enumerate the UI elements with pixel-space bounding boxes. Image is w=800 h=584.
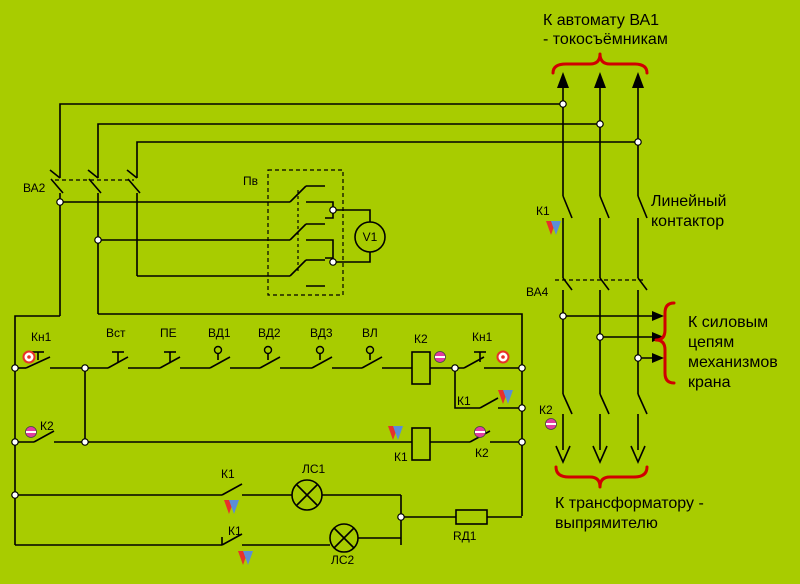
label-pe: ПЕ	[160, 326, 177, 340]
annotation-power-3: механизмов	[688, 354, 778, 371]
k1-marker-icon	[498, 390, 513, 404]
label-va4: ВА4	[526, 285, 549, 299]
k2-marker-icon	[25, 426, 37, 438]
label-rd1: RД1	[453, 529, 477, 543]
label-k1-top: К1	[536, 204, 550, 218]
label-k2-right: К2	[539, 403, 553, 417]
label-pv: Пв	[243, 174, 258, 188]
annotation-power-4: крана	[688, 374, 731, 391]
v1-label: V1	[363, 230, 378, 244]
braces	[551, 52, 676, 489]
label-k1-aux: К1	[457, 394, 471, 408]
annotation-line-contactor-1: Линейный	[651, 193, 726, 210]
voltmeter-switch	[56, 169, 371, 296]
voltmeter-v1: V1	[354, 221, 386, 253]
label-k1-ls1: К1	[221, 467, 235, 481]
label-vl: ВЛ	[362, 326, 378, 340]
label-vd3: ВД3	[310, 326, 333, 340]
k2-marker-icon	[474, 426, 486, 438]
control-circuit	[11, 313, 526, 553]
status-markers	[22, 221, 561, 565]
k1-marker-icon	[238, 551, 253, 565]
power-wiring	[49, 72, 664, 464]
annotations: К автомату ВА1 - токосъёмникам Линейный …	[543, 12, 778, 532]
label-k1-coil: К1	[394, 450, 408, 464]
label-ls1: ЛС1	[302, 462, 326, 476]
label-k1-ls2: К1	[228, 524, 242, 538]
kn1-marker-icon	[496, 350, 510, 364]
annotation-transformer-2: выпрямителю	[555, 515, 658, 532]
annotation-transformer-1: К трансформатору -	[555, 495, 704, 512]
component-labels: ВА2 Пв К1 ВА4 К2 Кн1 Вст ПЕ ВД1 ВД2 ВД3 …	[23, 174, 553, 567]
annotation-to-breaker-1: К автомату ВА1	[543, 12, 659, 29]
label-k2-hold: К2	[40, 419, 54, 433]
label-vd1: ВД1	[208, 326, 231, 340]
kn1-marker-icon	[22, 350, 36, 364]
k1-marker-icon	[546, 221, 561, 235]
annotation-to-breaker-2: - токосъёмникам	[543, 31, 668, 48]
label-vd2: ВД2	[258, 326, 281, 340]
k2-marker-icon	[434, 351, 446, 363]
label-kn1-right: Кн1	[472, 330, 493, 344]
label-ls2: ЛС2	[331, 553, 355, 567]
k1-marker-icon	[388, 426, 403, 440]
k1-marker-icon	[224, 500, 239, 514]
annotation-power-2: цепям	[688, 334, 734, 351]
label-va2: ВА2	[23, 181, 46, 195]
label-k2-coil: К2	[414, 332, 428, 346]
k2-marker-icon	[545, 418, 557, 430]
label-k2-aux: К2	[475, 446, 489, 460]
label-kn1-left: Кн1	[31, 330, 52, 344]
annotation-line-contactor-2: контактор	[651, 213, 724, 230]
label-vst: Вст	[106, 326, 126, 340]
annotation-power-1: К силовым	[688, 314, 768, 331]
